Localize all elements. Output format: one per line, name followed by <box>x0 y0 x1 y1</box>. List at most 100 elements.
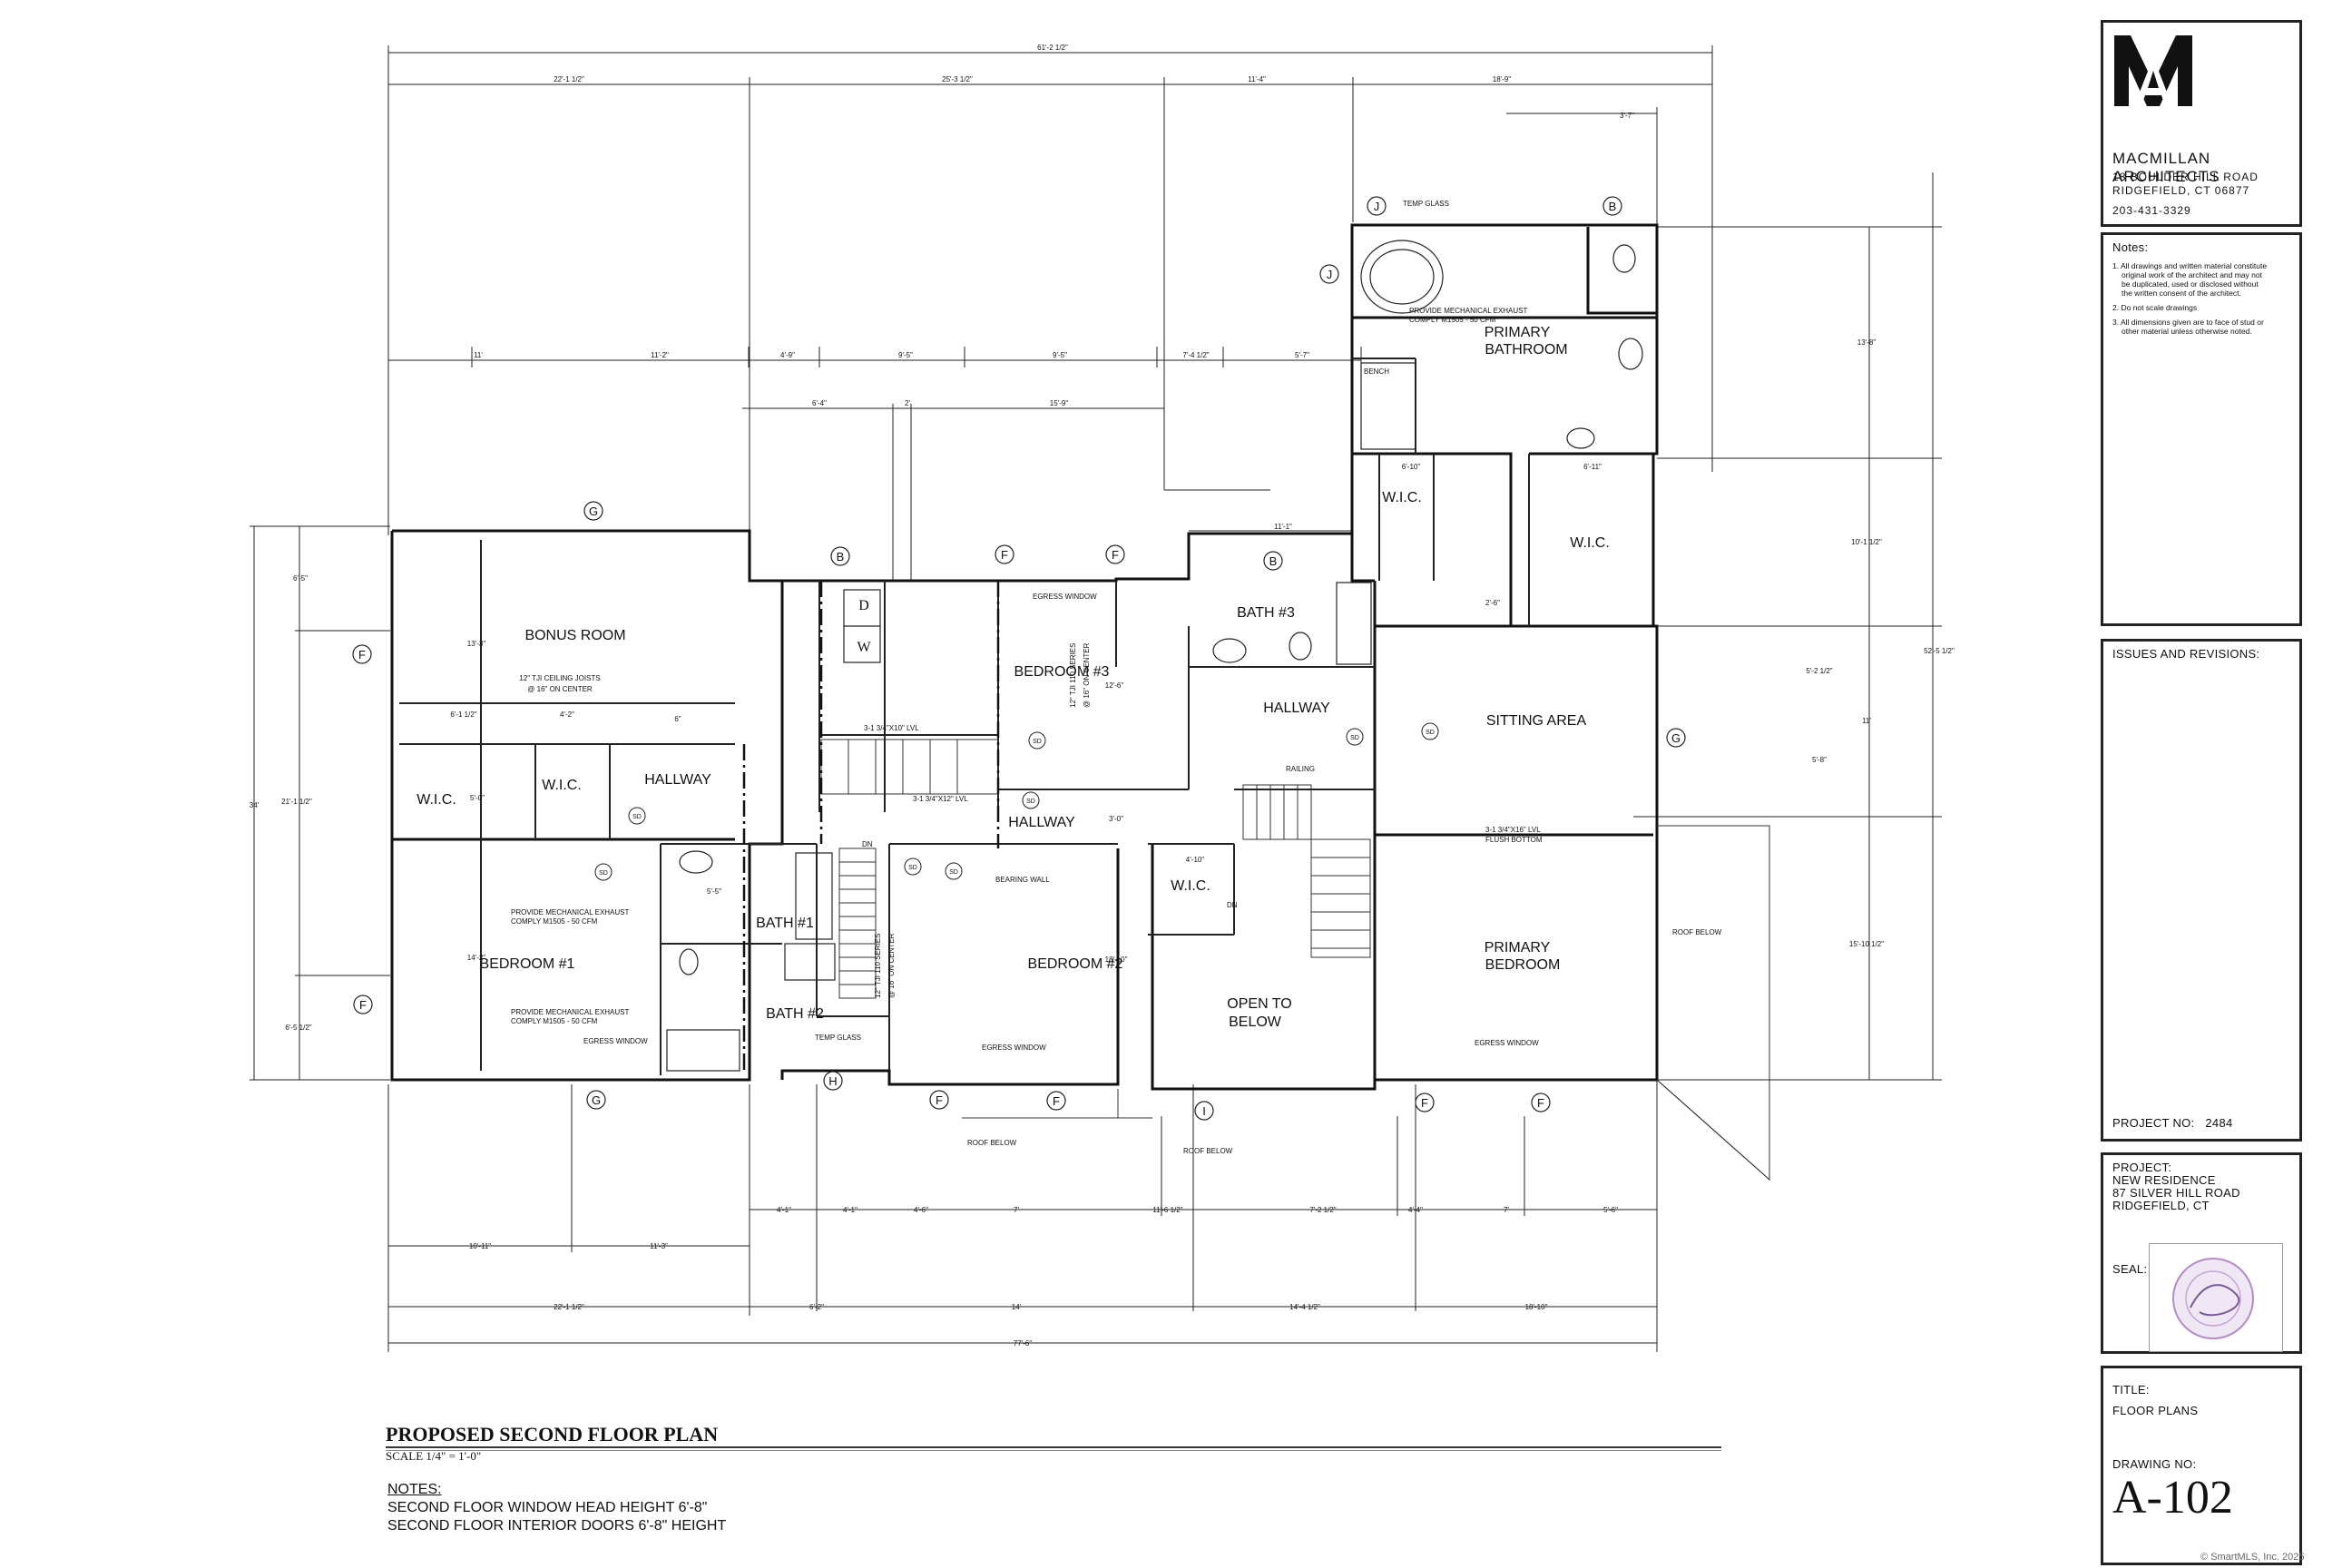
titleblock-logo-panel: MA MACMILLAN ARCHITECTS 18 BOULDER HILL … <box>2101 20 2302 227</box>
lvl10-note: 3-1 3/4"X10" LVL <box>864 724 919 732</box>
wic-mid-label: W.I.C. <box>1171 878 1210 894</box>
copyright-watermark: © SmartMLS, Inc. 2025 <box>2200 1552 2305 1563</box>
dim-misc-6: 6'-10" <box>1402 463 1421 471</box>
dim-left-b: 21'-1 1/2" <box>281 798 312 806</box>
marker-b-2: B <box>1269 554 1278 568</box>
dn-note-1: DN <box>1227 901 1238 909</box>
dim-bottom1-3: 7' <box>1014 1206 1019 1214</box>
dim-row2-3: 9'-5" <box>898 351 913 359</box>
note-line-5: 2. Do not scale drawings <box>2112 303 2198 312</box>
dim-bottom1-2: 4'-6" <box>914 1206 928 1214</box>
exhaust-note-1a: PROVIDE MECHANICAL EXHAUST <box>511 908 630 916</box>
open-to-below-label-2: BELOW <box>1229 1014 1282 1030</box>
dim-misc-14: 6" <box>674 715 681 723</box>
exhaust-note-2b: COMPLY M1505 - 50 CFM <box>511 1017 598 1025</box>
exhaust-note-2a: PROVIDE MECHANICAL EXHAUST <box>511 1008 630 1016</box>
dim-right-f: 15'-10 1/2" <box>1849 940 1884 948</box>
notes-list: 1. All drawings and written material con… <box>2112 261 2290 336</box>
bedroom1-label: BEDROOM #1 <box>480 956 575 972</box>
roof-below-note-3: ROOF BELOW <box>1672 928 1722 936</box>
hallway-right-label: HALLWAY <box>1263 701 1330 716</box>
dim-row2-2: 4'-9" <box>780 351 795 359</box>
dim-misc-12: 5'-0" <box>470 794 485 802</box>
sd-6: SD <box>1026 799 1035 805</box>
sd-5: SD <box>1033 739 1042 745</box>
temp-glass-note-2: TEMP GLASS <box>815 1034 861 1042</box>
dim-misc-5: 11'-1" <box>1274 523 1292 531</box>
egress-window-note-3: EGRESS WINDOW <box>982 1044 1046 1052</box>
sitting-area-label: SITTING AREA <box>1486 713 1587 729</box>
sd-1: SD <box>632 814 642 820</box>
egress-window-note-4: EGRESS WINDOW <box>1475 1039 1539 1047</box>
project-label: PROJECT: <box>2112 1161 2172 1174</box>
bench-label: BENCH <box>1364 368 1389 376</box>
dim-row2-0: 11' <box>474 351 483 359</box>
firm-logo: MA <box>2112 30 2194 110</box>
dim-bottom2-1: 11'-3" <box>650 1242 668 1250</box>
drawing-number-label: DRAWING NO: <box>2112 1457 2197 1471</box>
dim-overall-top: 61'-2 1/2" <box>1037 44 1068 52</box>
dim-bottom3-0: 22'-1 1/2" <box>554 1303 584 1311</box>
open-to-below-label: OPEN TO <box>1227 996 1291 1012</box>
dim-misc-9: 4'-10" <box>1186 856 1205 864</box>
dim-top-c: 11'-4" <box>1248 75 1266 83</box>
note-line-3: be duplicated, used or disclosed without <box>2122 279 2259 289</box>
marker-f-6: F <box>1053 1094 1060 1108</box>
dim-right-c: 5'-2 1/2" <box>1806 667 1832 675</box>
bearing-wall-note: BEARING WALL <box>995 876 1050 884</box>
tji-note-1: 12" TJI 110 SERIES <box>1069 643 1077 708</box>
marker-b-1: B <box>837 550 845 564</box>
dryer-label: D <box>858 598 869 613</box>
issues-heading: ISSUES AND REVISIONS: <box>2112 647 2260 661</box>
note-line-6: 3. All dimensions given are to face of s… <box>2112 318 2264 327</box>
dim-misc-11: 5'-5" <box>707 887 721 896</box>
marker-f-1: F <box>358 648 366 662</box>
dim-row2-5: 7'-4 1/2" <box>1182 351 1209 359</box>
dim-misc-7: 6'-11" <box>1583 463 1602 471</box>
plan-note-1: SECOND FLOOR WINDOW HEAD HEIGHT 6'-8" <box>387 1500 708 1515</box>
project-number-value: 2484 <box>2205 1116 2233 1130</box>
marker-g-bottom: G <box>592 1093 601 1107</box>
marker-i: I <box>1202 1104 1206 1118</box>
dim-top-d: 18'-9" <box>1493 75 1512 83</box>
sd-8: SD <box>1426 730 1435 736</box>
sd-7: SD <box>1350 735 1359 741</box>
dim-row3-2: 15'-9" <box>1050 399 1069 407</box>
note-line-4: the written consent of the architect. <box>2122 289 2241 298</box>
dim-bottom1-8: 5'-6" <box>1603 1206 1618 1214</box>
flush-bottom-note: FLUSH BOTTOM <box>1485 836 1543 844</box>
dim-right-overall: 52'-5 1/2" <box>1924 647 1955 655</box>
note-line-7: other material unless otherwise noted. <box>2122 327 2252 336</box>
dim-bottom3-4: 18'-10" <box>1525 1303 1548 1311</box>
marker-h: H <box>828 1074 837 1088</box>
dim-right-e: 5'-8" <box>1812 756 1827 764</box>
marker-f-8: F <box>1537 1096 1544 1110</box>
tji-note-1b: @ 16" ON CENTER <box>1083 642 1091 708</box>
wic-primary1-label: W.I.C. <box>1382 490 1422 505</box>
dim-row2-6: 5'-7" <box>1295 351 1309 359</box>
dim-top-b: 25'-3 1/2" <box>942 75 973 83</box>
marker-f-5: F <box>936 1093 943 1107</box>
wic-left-label: W.I.C. <box>416 792 456 808</box>
sd-4: SD <box>949 869 958 876</box>
bonus-joists-note: 12" TJI CEILING JOISTS <box>519 674 600 682</box>
primary-bedroom-label-2: BEDROOM <box>1485 957 1561 973</box>
dn-note-2: DN <box>862 840 873 848</box>
sd-2: SD <box>599 870 608 877</box>
bonus-joists-spacing: @ 16" ON CENTER <box>527 685 593 693</box>
dim-bottom3-2: 14' <box>1012 1303 1022 1311</box>
dim-right-a: 13'-8" <box>1857 338 1877 347</box>
roof-below-note-2: ROOF BELOW <box>1183 1147 1233 1155</box>
wic-primary2-label: W.I.C. <box>1570 535 1610 551</box>
marker-f-7: F <box>1421 1096 1428 1110</box>
drawing-scale: SCALE 1/4" = 1'-0" <box>386 1449 482 1463</box>
temp-glass-note-1: TEMP GLASS <box>1403 200 1449 208</box>
project-number: PROJECT NO: 2484 <box>2112 1116 2233 1130</box>
title-label: TITLE: <box>2112 1383 2150 1396</box>
marker-g-top: G <box>589 505 598 518</box>
dim-misc-3: 13'-10" <box>1105 956 1128 964</box>
bath1-label: BATH #1 <box>756 916 814 931</box>
exhaust-note-3b: COMPLY M1505 - 50 CFM <box>1409 316 1496 324</box>
marker-b-3: B <box>1609 200 1617 213</box>
